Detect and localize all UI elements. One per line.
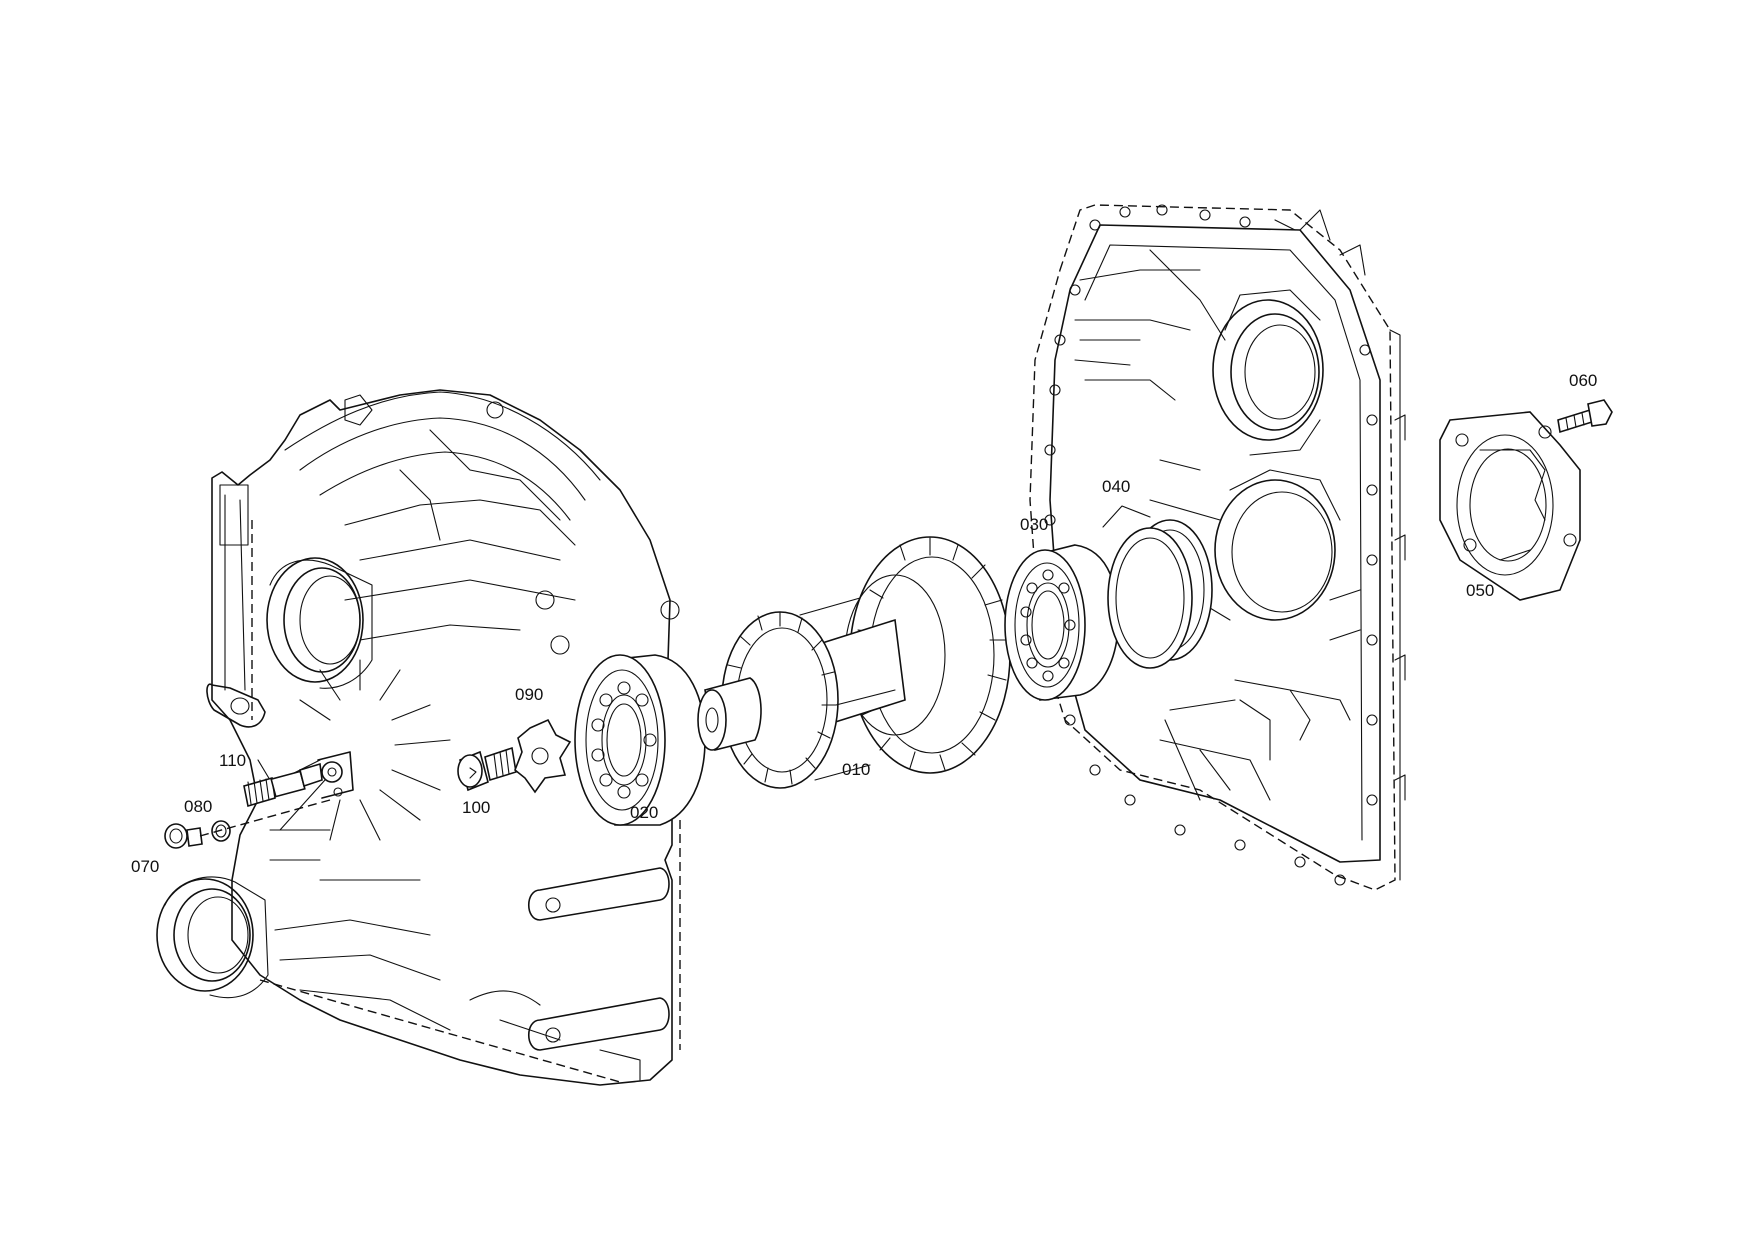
part-020-bearing bbox=[574, 654, 706, 826]
label-040: 040 bbox=[1102, 477, 1130, 496]
assembly-axis-070 bbox=[199, 799, 331, 837]
left-transmission-housing bbox=[156, 389, 681, 1086]
part-080-seal-ring bbox=[211, 820, 231, 842]
bearing-020-balls bbox=[591, 681, 657, 799]
part-010-gear-shaft bbox=[697, 536, 1011, 789]
part-050-cover bbox=[1439, 411, 1581, 601]
part-090-lock-washer bbox=[514, 718, 572, 794]
leader-040 bbox=[1102, 505, 1151, 528]
label-010: 010 bbox=[842, 760, 870, 779]
label-080: 080 bbox=[184, 797, 212, 816]
label-110: 110 bbox=[219, 751, 246, 770]
label-100: 100 bbox=[462, 798, 490, 817]
flange-bolt-holes bbox=[1044, 204, 1378, 886]
part-040-shim-rings bbox=[1107, 519, 1213, 669]
label-020: 020 bbox=[630, 803, 658, 822]
label-070: 070 bbox=[131, 857, 159, 876]
label-050: 050 bbox=[1466, 581, 1494, 600]
label-090: 090 bbox=[515, 685, 543, 704]
part-070-screw-plug bbox=[164, 823, 203, 849]
part-labels: 010 020 030 040 050 060 070 080 090 100 … bbox=[131, 371, 1597, 876]
label-060: 060 bbox=[1569, 371, 1597, 390]
part-030-bearing bbox=[1004, 544, 1120, 701]
part-100-bolt bbox=[457, 746, 517, 792]
right-housing-cover bbox=[1029, 204, 1406, 891]
bearing-030-balls bbox=[1020, 569, 1076, 682]
part-110-sensor bbox=[243, 751, 354, 808]
label-030: 030 bbox=[1020, 515, 1048, 534]
part-060-bolt bbox=[1557, 399, 1613, 434]
